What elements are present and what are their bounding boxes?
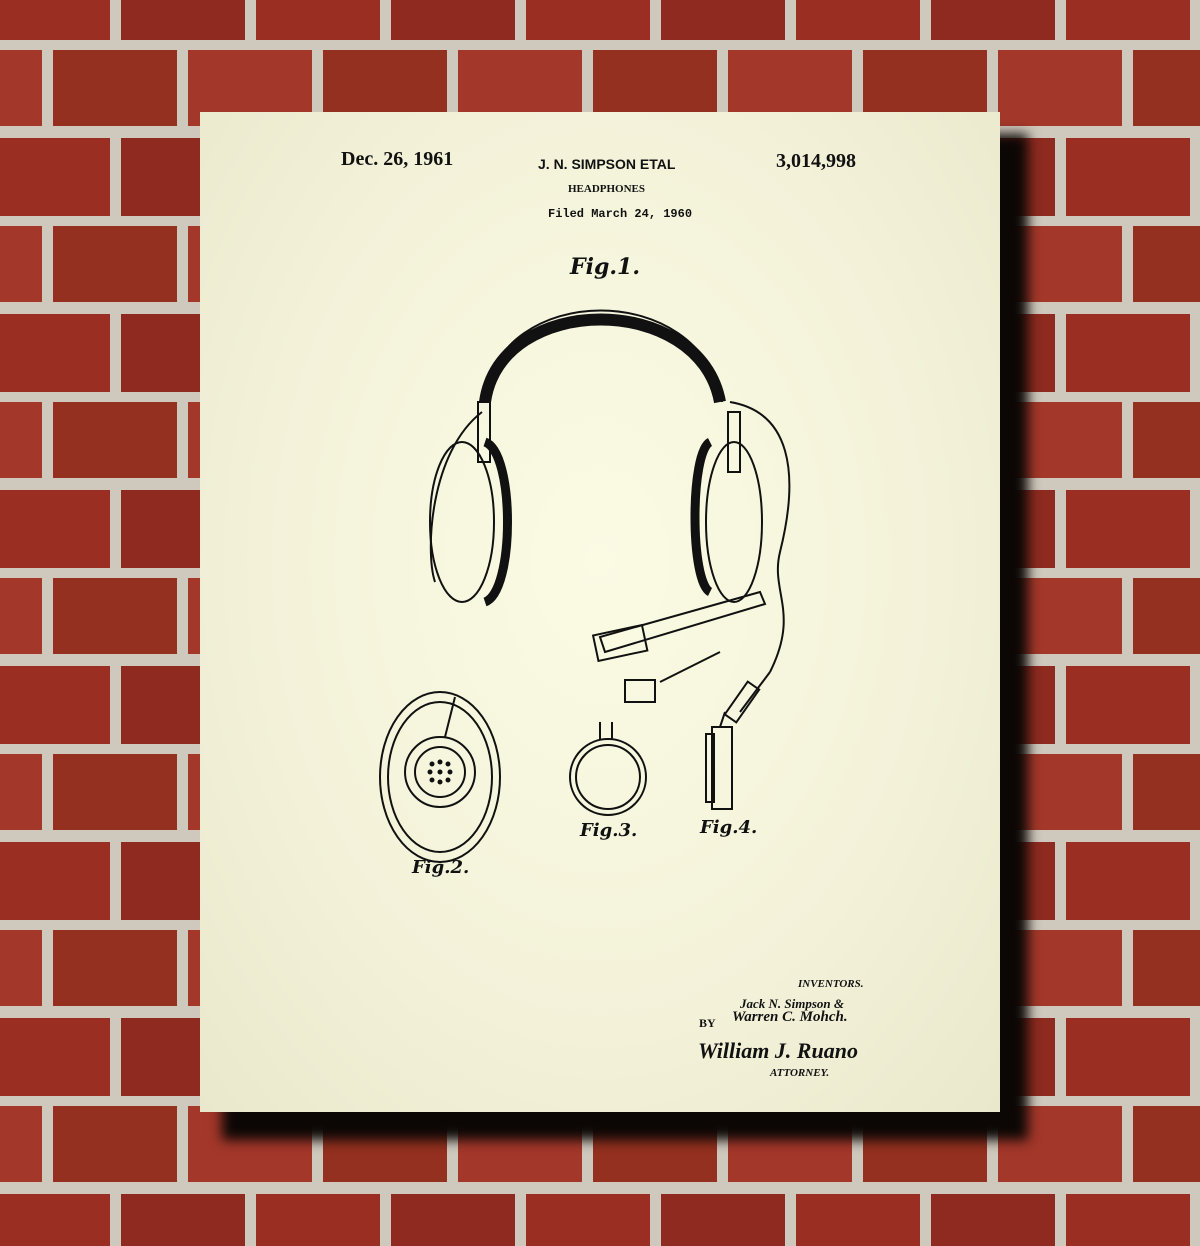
attorney-signature: William J. Ruano [698,1038,858,1063]
headphones-patent-drawing [379,309,791,863]
patent-number: 3,014,998 [776,150,856,172]
by-label: BY [699,1016,716,1030]
attorney-label: ATTORNEY. [770,1067,830,1079]
figure-3-label: Fig.3. [580,820,638,841]
patent-filed-date: Filed March 24, 1960 [548,207,693,221]
inventor-1-signature: Jack N. Simpson & [740,996,845,1011]
patent-date: Dec. 26, 1961 [341,148,454,170]
patent-title: HEADPHONES [568,183,646,195]
inventor-2-signature: Warren C. Mohch. [732,1009,848,1025]
figure-1-label: Fig.1. [570,254,640,280]
figure-2-label: Fig.2. [412,857,470,878]
figure-4-label: Fig.4. [700,817,758,838]
patent-poster: Dec. 26, 1961 J. N. SIMPSON ETAL 3,014,9… [200,112,1000,1112]
inventors-label: INVENTORS. [798,978,864,990]
patent-inventor-header: J. N. SIMPSON ETAL [538,156,676,172]
